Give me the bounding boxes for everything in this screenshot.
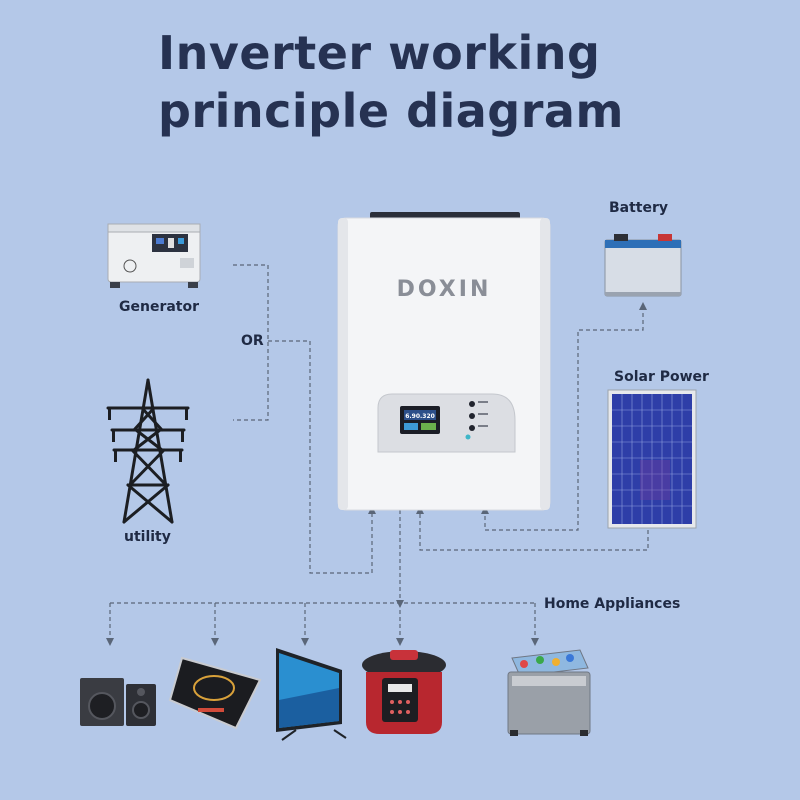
arrow-down-2	[211, 638, 219, 646]
utility-label: utility	[124, 529, 171, 545]
solar-to-inverter-line	[419, 510, 649, 551]
arrow-down-bus	[396, 600, 404, 608]
source-merge-line	[233, 264, 269, 421]
source-to-inverter-line	[268, 340, 373, 574]
solar-power-label: Solar Power	[614, 369, 709, 385]
arrow-down-4	[396, 638, 404, 646]
or-label: OR	[241, 333, 264, 349]
battery-label: Battery	[609, 200, 669, 216]
generator-label: Generator	[119, 299, 200, 315]
inverter-brand: DOXIN	[397, 277, 492, 302]
inverter-display: 6.90.320	[405, 413, 435, 420]
arrow-down-3	[301, 638, 309, 646]
home-appliances-label: Home Appliances	[544, 596, 681, 612]
page-title: Inverter working principle diagram	[158, 24, 624, 140]
arrow-up-battery	[639, 302, 647, 310]
title-line-2: principle diagram	[158, 84, 624, 138]
arrow-down-1	[106, 638, 114, 646]
battery-to-inverter-line	[484, 306, 644, 531]
arrow-down-5	[531, 638, 539, 646]
title-line-1: Inverter working	[158, 26, 601, 80]
